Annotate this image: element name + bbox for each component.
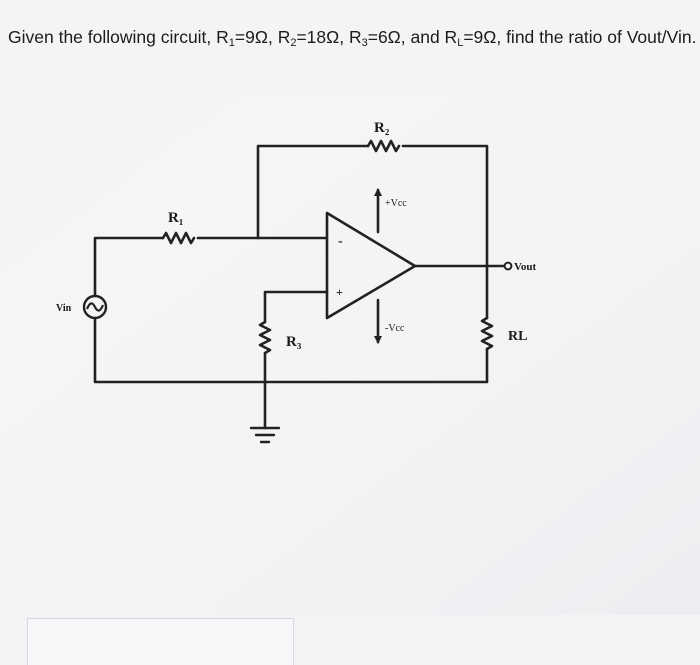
r2-resistor: [366, 139, 401, 153]
r3-symbol: R: [348, 27, 362, 47]
r1-resistor: [161, 231, 196, 245]
feedback-wire: [256, 144, 370, 240]
opamp-plus-label: +: [336, 285, 343, 299]
vcc-pos-arrow-icon: [374, 188, 382, 196]
ground-icon: [249, 426, 281, 444]
r1-subscript: 1: [228, 37, 235, 49]
vcc-neg-arrow-icon: [374, 336, 382, 344]
r1-value: =9Ω,: [234, 27, 278, 47]
rl-value: =9Ω, find the ratio of Vout/Vin.: [463, 27, 697, 47]
question-text: Given the following circuit, R1=9Ω, R2=1…: [8, 22, 698, 52]
rl-symbol: R: [444, 27, 458, 47]
vout-label: Vout: [514, 261, 537, 273]
opamp-minus-label: -: [338, 234, 343, 249]
vout-terminal-icon: [503, 261, 513, 271]
feedback-wire-right: [401, 144, 489, 268]
opamp-triangle: [325, 211, 417, 320]
question-intro: Given the following circuit,: [8, 27, 217, 47]
r3-label: R₃: [286, 334, 302, 350]
r3-subscript: 3: [361, 37, 368, 49]
vcc-pos-label: +Vcc: [385, 198, 407, 209]
r2-subscript: 2: [290, 37, 297, 49]
vin-top-wire: [93, 236, 165, 298]
ac-source-icon: [82, 294, 108, 320]
r2-symbol: R: [277, 27, 291, 47]
vin-label: Vin: [56, 303, 72, 314]
answer-box[interactable]: [27, 618, 294, 665]
paper-shade: [0, 95, 700, 615]
rl-subscript: L: [457, 37, 464, 49]
vcc-neg-label: -Vcc: [385, 323, 405, 334]
bottom-wire: [93, 316, 489, 384]
r3-wire: [263, 290, 329, 324]
rl-label: RL: [508, 329, 527, 344]
r1-label: R₁: [168, 210, 183, 226]
r3-value: =6Ω, and: [367, 27, 445, 47]
r3-resistor: [258, 320, 272, 355]
r1-symbol: R: [216, 27, 229, 47]
r2-value: =18Ω,: [296, 27, 349, 47]
rl-resistor: [480, 316, 494, 351]
r2-label: R₂: [374, 120, 390, 136]
